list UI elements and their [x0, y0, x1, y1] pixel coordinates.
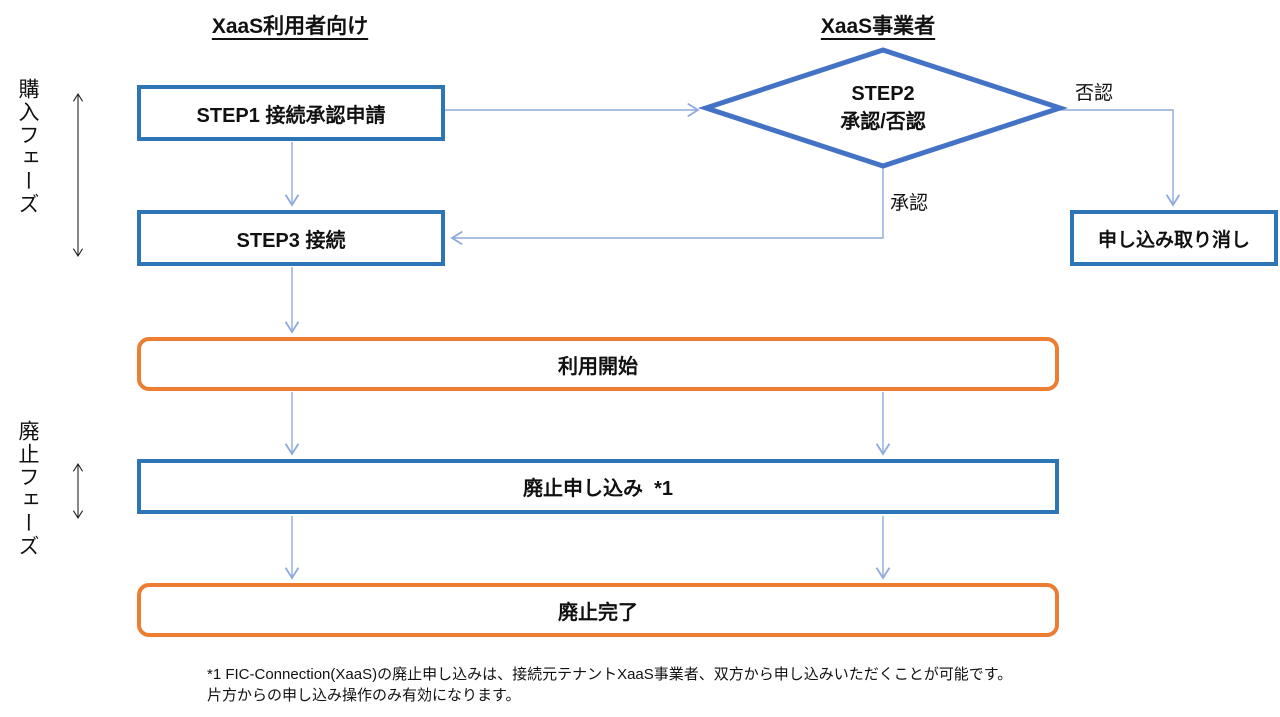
footnote: *1 FIC-Connection(XaaS)の廃止申し込みは、接続元テナントX… — [207, 664, 1012, 706]
connector-step2-deny-to-cancel — [1060, 109, 1181, 207]
step2-subtitle: 承認/否認 — [840, 111, 926, 133]
node-step2-approve-deny: STEP2 承認/否認 — [783, 80, 983, 136]
step2-title: STEP2 — [851, 83, 915, 105]
disposal-phase-label: 廃止フェーズ — [16, 420, 39, 558]
node-step1-connection-request: STEP1 接続承認申請 — [137, 85, 445, 141]
edge-label-deny: 否認 — [1075, 83, 1114, 104]
node-disposal-complete: 廃止完了 — [137, 583, 1059, 637]
node-disposal-request: 廃止申し込み *1 — [137, 459, 1059, 514]
edge-label-approve: 承認 — [890, 193, 929, 214]
footnote-line1: *1 FIC-Connection(XaaS)の廃止申し込みは、接続元テナントX… — [207, 666, 1013, 683]
header-xaas-consumer: XaaS利用者向け — [211, 15, 369, 38]
header-xaas-provider: XaaS事業者 — [820, 15, 936, 38]
node-usage-start: 利用開始 — [137, 337, 1059, 391]
footnote-line2: 片方からの申し込み操作のみ有効になります。 — [207, 687, 521, 704]
purchase-phase-label: 購入フェーズ — [16, 78, 39, 216]
step2-decision-diamond — [697, 47, 1069, 169]
connector-step2-approve-to-step3 — [450, 168, 884, 246]
node-step3-connect: STEP3 接続 — [137, 210, 445, 266]
node-application-cancel: 申し込み取り消し — [1070, 210, 1278, 266]
